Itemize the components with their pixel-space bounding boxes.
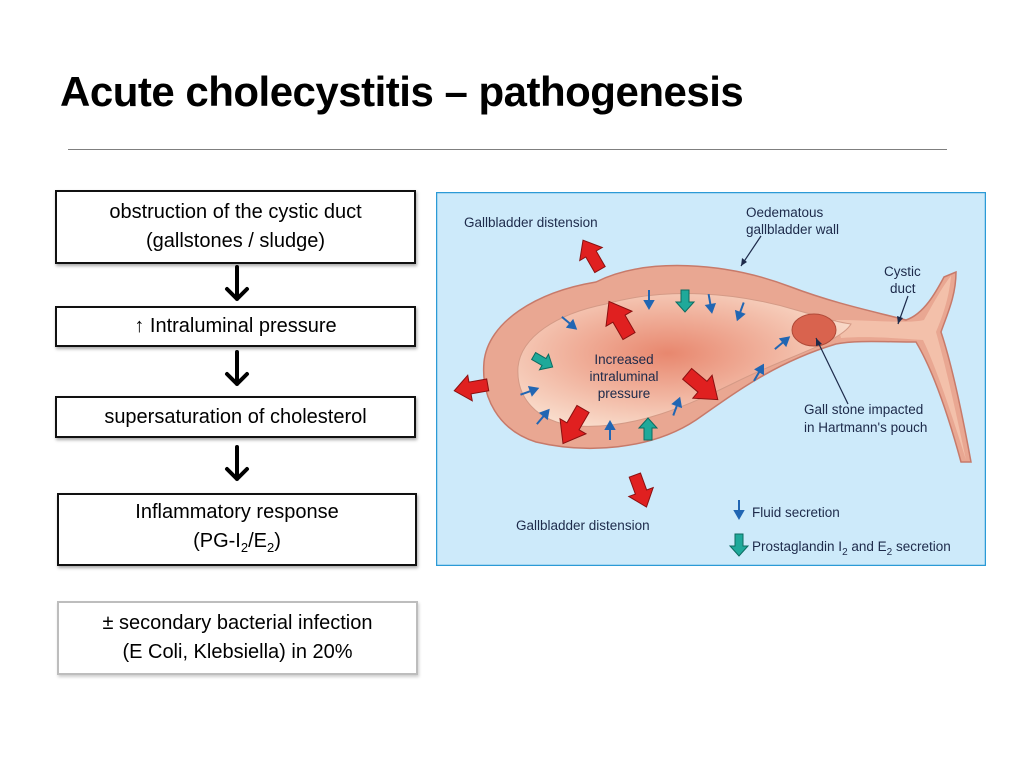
stone-leader-line [815,337,849,405]
label-distension-bottom: Gallbladder distension [516,518,650,533]
label-wall: gallbladder wall [746,222,839,237]
note-text: (E Coli, Klebsiella) in 20% [122,641,353,663]
label-pressure: pressure [598,386,651,401]
flow-step-text: Inflammatory response [135,500,339,523]
label-gall-stone: in Hartmann's pouch [804,420,927,435]
flow-step-inflammation: Inflammatory response (PG-I2/E2) [57,493,417,566]
label-gall-stone: Gall stone impacted [804,402,923,417]
down-arrow-icon [225,445,249,481]
flow-step-text: obstruction of the cystic duct [109,201,362,223]
fluid-arrow-icons [520,290,791,440]
flow-step-text: (gallstones / sludge) [146,230,325,252]
distension-arrow-icon [453,374,490,402]
cystic-duct [836,276,966,460]
gallbladder-diagram: Gallbladder distension Oedematous gallbl… [436,192,986,566]
flow-step-text: (PG-I2/E2) [193,529,281,555]
flow-step-pressure: ↑ Intraluminal pressure [55,306,416,347]
title-divider [68,149,947,150]
gallbladder-lumen [517,293,852,427]
label-cystic-duct: duct [890,281,916,296]
label-wall: Oedematous [746,205,824,220]
down-arrow-icon [225,350,249,386]
legend-prostaglandin-label: Prostaglandin I2 and E2 secretion [752,539,951,558]
label-pressure: Increased [594,352,653,367]
label-pressure: intraluminal [589,369,658,384]
legend-prostaglandin-icon [728,533,750,557]
secondary-infection-note: ± secondary bacterial infection (E Coli,… [57,601,418,675]
slide-title: Acute cholecystitis – pathogenesis [60,68,744,115]
prostaglandin-arrow-icon [674,289,696,313]
prostaglandin-arrow-icon [637,417,659,441]
legend-fluid-label: Fluid secretion [752,505,840,520]
down-arrow-icon [225,265,249,301]
gall-stone [791,313,837,347]
distension-arrow-icon [627,472,655,508]
flow-step-cholesterol: supersaturation of cholesterol [55,396,416,438]
label-distension-top: Gallbladder distension [464,215,598,230]
note-text: ± secondary bacterial infection [102,612,373,634]
pressure-arrow-icon [559,404,590,445]
flow-step-text: supersaturation of cholesterol [104,405,367,428]
label-cystic-duct: Cystic [884,264,921,279]
pressure-arrow-icon [681,367,719,401]
distension-arrow-icon [579,239,606,274]
flow-step-text: ↑ Intraluminal pressure [134,315,337,337]
prostaglandin-arrow-icon [530,351,554,371]
pressure-arrow-icon [605,300,636,341]
legend-fluid-icon [733,500,745,521]
flow-step-obstruction: obstruction of the cystic duct (gallston… [55,190,416,264]
